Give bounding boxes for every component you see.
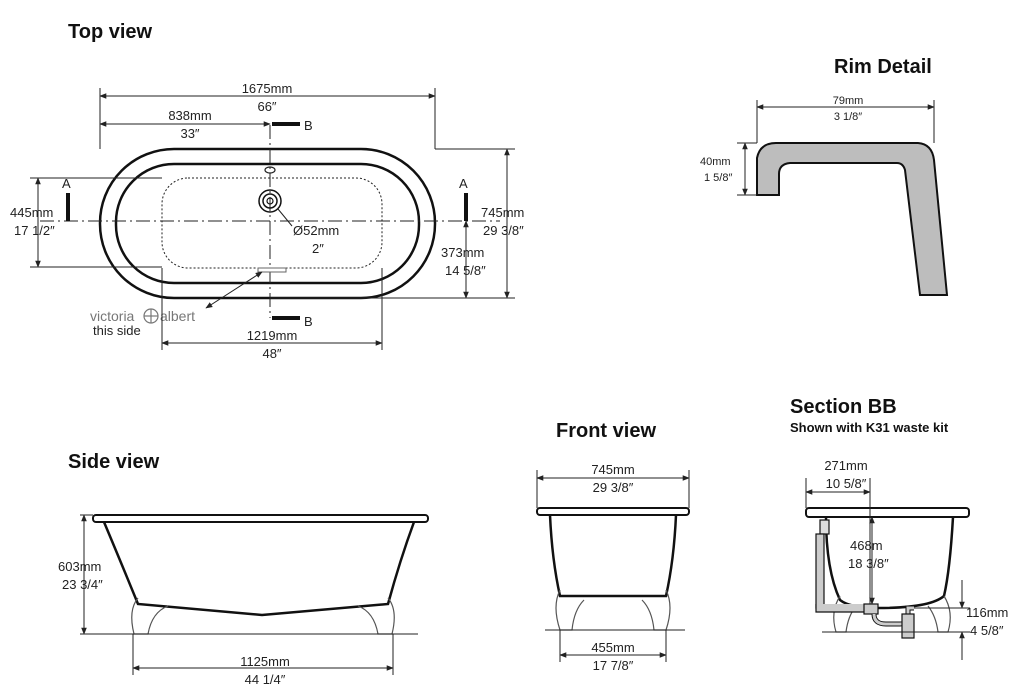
waste-height-in: 4 5/8″ (970, 623, 1004, 638)
waste-offset-mm: 373mm (441, 245, 484, 260)
width-in: 29 3/8″ (483, 223, 524, 238)
section-depth-mm: 468m (850, 538, 883, 553)
section-foot-left (833, 595, 857, 633)
side-feet-mm: 1125mm (240, 654, 290, 669)
section-depth-in: 18 3/8″ (848, 556, 889, 571)
section-a-marker-left (66, 193, 70, 221)
section-b-marker-top (272, 122, 300, 126)
inner-length-in: 48″ (262, 346, 281, 361)
logo-note: this side (93, 323, 141, 338)
width-mm: 745mm (481, 205, 524, 220)
section-a-label-right: A (459, 176, 468, 191)
tub-inner-outline (114, 162, 421, 285)
rim-width-mm: 79mm (833, 95, 864, 107)
inner-width-in: 17 1/2″ (14, 223, 55, 238)
waste-pipe-horizontal (815, 604, 871, 613)
front-width-in: 29 3/8″ (593, 480, 634, 495)
section-b-marker-bottom (272, 316, 300, 320)
side-height-in: 23 3/4″ (62, 577, 103, 592)
side-body-outline (102, 521, 416, 617)
waste-diameter-mm: Ø52mm (293, 223, 339, 238)
section-bb: 271mm 10 5/8″ 468m 18 3/8″ 116mm 4 5/8″ (805, 458, 1008, 660)
section-a-marker-right (464, 193, 468, 221)
section-a-label-left: A (62, 176, 71, 191)
side-rim (92, 514, 429, 523)
logo-text-left: victoria (90, 308, 135, 324)
section-offset-in: 10 5/8″ (826, 476, 867, 491)
half-length-in: 33″ (180, 126, 199, 141)
section-rim (805, 507, 970, 518)
front-body-outline (548, 514, 678, 598)
overflow-icon (264, 166, 276, 174)
section-bb-title: Section BB (790, 396, 897, 418)
rim-detail: 79mm 3 1/8″ 40mm 1 5/8″ (700, 95, 949, 296)
top-view: Ø52mm 2″ victoria albert this side A A B… (10, 81, 524, 361)
half-length-mm: 838mm (168, 108, 211, 123)
logo-plate (257, 267, 287, 273)
side-height-mm: 603mm (58, 559, 101, 574)
rim-width-in: 3 1/8″ (834, 111, 862, 123)
front-width-mm: 745mm (591, 462, 634, 477)
overflow-pipe (815, 533, 825, 609)
waste-drop-pipe (901, 613, 915, 639)
front-feet-in: 17 7/8″ (593, 658, 634, 673)
waste-outlet (863, 603, 879, 615)
waste-height-mm: 116mm (966, 605, 1008, 620)
section-offset-mm: 271mm (824, 458, 867, 473)
section-bb-subtitle: Shown with K31 waste kit (790, 420, 949, 435)
section-b-label-bottom: B (304, 314, 313, 329)
section-b-label-top: B (304, 118, 313, 133)
length-mm: 1675mm (242, 81, 293, 96)
rim-height-in: 1 5/8″ (704, 172, 732, 184)
front-view-title: Front view (556, 420, 656, 442)
front-feet-mm: 455mm (591, 640, 634, 655)
waste-diameter-in: 2″ (312, 241, 324, 256)
tub-outer-outline (98, 147, 437, 300)
rim-height-mm: 40mm (700, 156, 731, 168)
overflow-fitting (819, 519, 830, 535)
side-feet-in: 44 1/4″ (245, 672, 286, 687)
rim-detail-title: Rim Detail (834, 56, 932, 78)
front-view: 745mm 29 3/8″ 455mm 17 7/8″ (536, 462, 690, 673)
side-view: 603mm 23 3/4″ 1125mm 44 1/4″ (58, 514, 429, 687)
front-rim (536, 507, 690, 516)
length-in: 66″ (257, 99, 276, 114)
basin-dashed-outline (161, 177, 383, 269)
top-view-title: Top view (68, 21, 153, 43)
section-body-outline (824, 516, 955, 610)
waste-outlet-icon (258, 189, 282, 213)
inner-length-mm: 1219mm (247, 328, 298, 343)
logo-text-right: albert (160, 308, 195, 324)
inner-width-mm: 445mm (10, 205, 53, 220)
rim-profile (756, 142, 949, 296)
side-view-title: Side view (68, 451, 160, 473)
waste-offset-in: 14 5/8″ (445, 263, 486, 278)
